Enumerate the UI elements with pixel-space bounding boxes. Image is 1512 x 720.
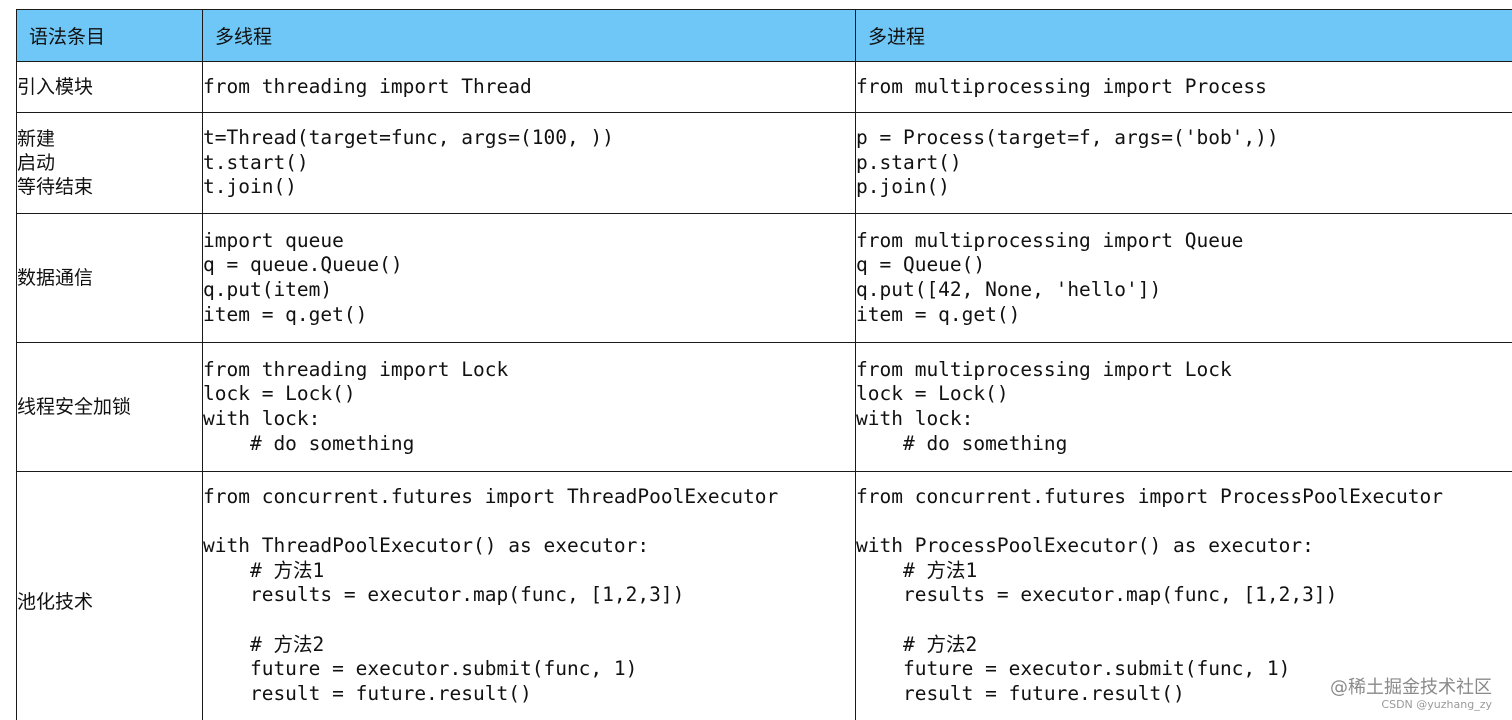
thread-code-cell: import queue q = queue.Queue() q.put(ite… xyxy=(202,213,856,343)
label-line: 引入模块 xyxy=(17,76,94,98)
code-snippet: p = Process(target=f, args=('bob',)) p.s… xyxy=(856,126,1279,199)
thread-code-cell: from concurrent.futures import ThreadPoo… xyxy=(202,471,856,720)
thread-code-cell: from threading import Thread xyxy=(202,61,856,113)
row-label-thread-safe-lock: 线程安全加锁 xyxy=(16,342,203,472)
header-multithreading: 多线程 xyxy=(202,9,856,62)
label-line: 新建 xyxy=(17,128,56,150)
header-multiprocessing: 多进程 xyxy=(855,9,1512,62)
label-line: 等待结束 xyxy=(17,176,94,198)
process-code-cell: from multiprocessing import Queue q = Qu… xyxy=(855,213,1512,343)
table-row: 池化技术 from concurrent.futures import Thre… xyxy=(16,471,1512,720)
code-snippet: from multiprocessing import Lock lock = … xyxy=(856,357,1232,455)
table-row: 数据通信 import queue q = queue.Queue() q.pu… xyxy=(16,213,1512,343)
row-label-pooling: 池化技术 xyxy=(16,471,203,720)
row-label-data-communication: 数据通信 xyxy=(16,213,203,343)
code-snippet: from multiprocessing import Queue q = Qu… xyxy=(856,228,1244,326)
label-line: 池化技术 xyxy=(17,590,94,613)
thread-code-cell: from threading import Lock lock = Lock()… xyxy=(202,342,856,472)
header-syntax-item: 语法条目 xyxy=(16,9,203,62)
comparison-table: 语法条目 多线程 多进程 引入模块 from threading import … xyxy=(16,9,1512,720)
label-line: 数据通信 xyxy=(17,267,94,289)
code-snippet: t=Thread(target=func, args=(100, )) t.st… xyxy=(203,126,614,199)
table-row: 引入模块 from threading import Thread from m… xyxy=(16,61,1512,113)
process-code-cell: from concurrent.futures import ProcessPo… xyxy=(855,471,1512,720)
label-line: 启动 xyxy=(17,152,56,174)
table-row: 新建 启动 等待结束 t=Thread(target=func, args=(1… xyxy=(16,112,1512,214)
thread-code-cell: t=Thread(target=func, args=(100, )) t.st… xyxy=(202,112,856,214)
code-snippet: import queue q = queue.Queue() q.put(ite… xyxy=(203,228,403,326)
watermark-sub: CSDN @yuzhang_zy xyxy=(1381,698,1492,711)
watermark-main: @稀土掘金技术社区 xyxy=(1330,677,1492,698)
label-line: 线程安全加锁 xyxy=(17,396,132,418)
table-row: 线程安全加锁 from threading import Lock lock =… xyxy=(16,342,1512,472)
process-code-cell: p = Process(target=f, args=('bob',)) p.s… xyxy=(855,112,1512,214)
code-snippet: from threading import Thread xyxy=(203,74,532,98)
row-label-import-module: 引入模块 xyxy=(16,61,203,113)
process-code-cell: from multiprocessing import Process xyxy=(855,61,1512,113)
process-code-cell: from multiprocessing import Lock lock = … xyxy=(855,342,1512,472)
table-header-row: 语法条目 多线程 多进程 xyxy=(16,9,1512,62)
code-snippet: from multiprocessing import Process xyxy=(856,74,1267,98)
row-label-create-start-join: 新建 启动 等待结束 xyxy=(16,112,203,214)
code-snippet: from threading import Lock lock = Lock()… xyxy=(203,357,509,455)
code-snippet: from concurrent.futures import ProcessPo… xyxy=(856,485,1444,705)
code-snippet: from concurrent.futures import ThreadPoo… xyxy=(203,485,779,705)
watermark: @稀土掘金技术社区 CSDN @yuzhang_zy xyxy=(1330,677,1492,712)
